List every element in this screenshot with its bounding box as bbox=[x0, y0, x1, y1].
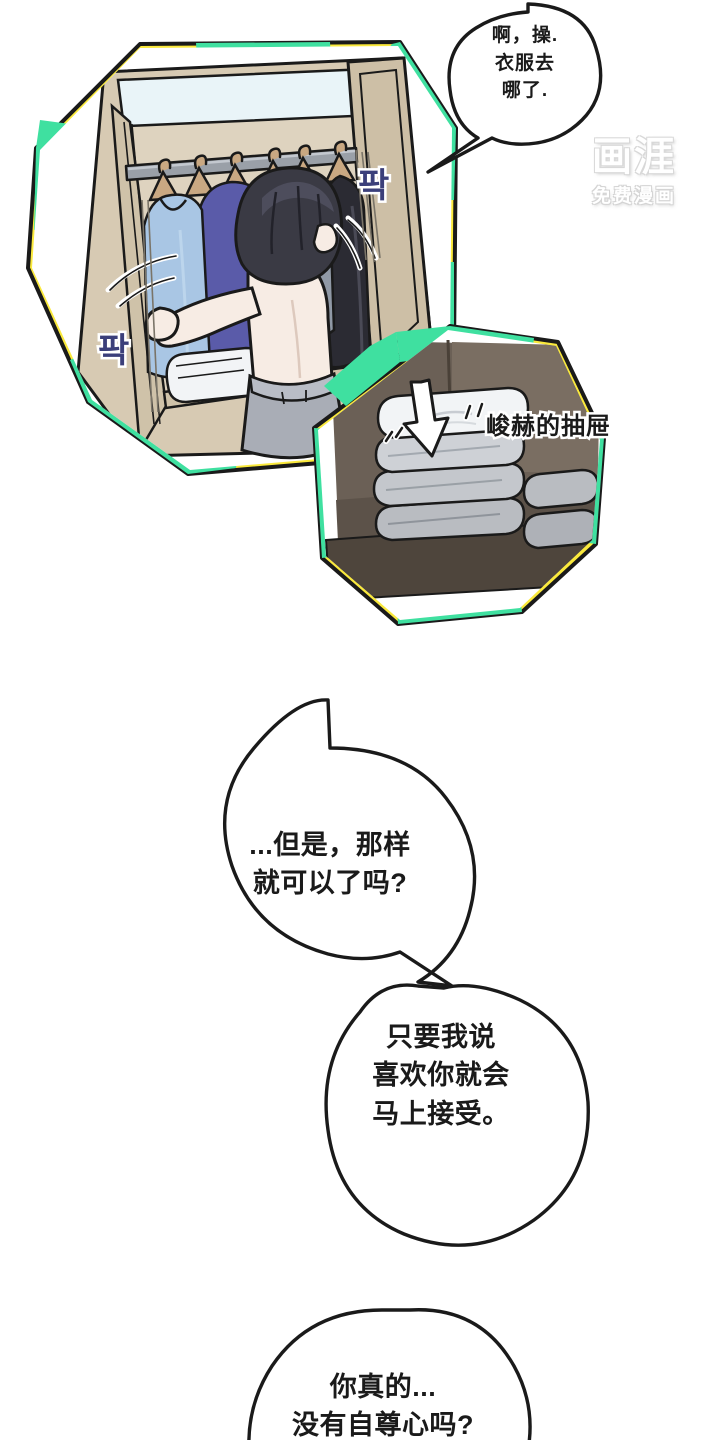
character-ear bbox=[312, 223, 339, 254]
motion-streaks-left bbox=[141, 199, 159, 413]
speech-bubble-4-shape bbox=[247, 1308, 532, 1440]
wardrobe-right-door-inner-line bbox=[358, 68, 420, 359]
folded-side-item-2 bbox=[522, 508, 600, 550]
speech-bubbles-layer bbox=[222, 2, 603, 1440]
character-hair-highlight bbox=[262, 181, 334, 216]
speech-bubble-2-shape bbox=[222, 698, 477, 988]
character-hand bbox=[144, 306, 180, 342]
speech-bubble-3-shape bbox=[324, 983, 590, 1247]
garment-light-blue-collar bbox=[158, 197, 188, 211]
down-arrow-icon bbox=[402, 378, 450, 458]
speech-bubble-1-shape bbox=[426, 2, 603, 174]
panel-drawer bbox=[312, 324, 606, 626]
panel-closet bbox=[26, 40, 458, 476]
folded-side-item bbox=[522, 468, 600, 510]
character-arm bbox=[154, 286, 262, 348]
motion-streaks bbox=[355, 149, 381, 263]
